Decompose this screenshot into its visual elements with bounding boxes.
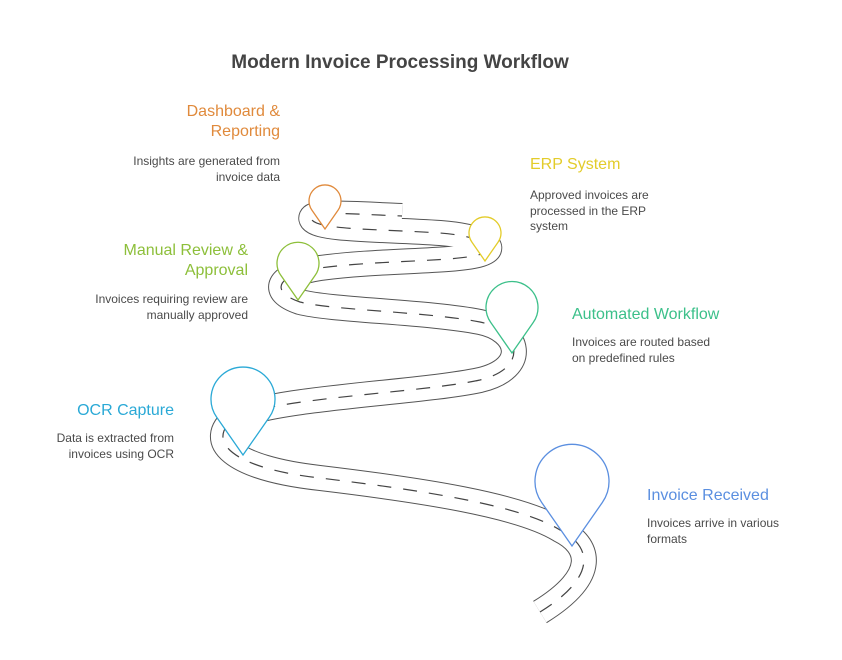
- stage-desc-invoice-received: Invoices arrive in various formats: [647, 516, 780, 546]
- stage-title-erp-system: ERP System: [530, 156, 621, 173]
- stage-desc-erp-system: Approved invoices are processed in the E…: [530, 188, 649, 233]
- stage-desc-automated-workflow: Invoices are routed based on predefined …: [572, 335, 711, 365]
- stage-title-invoice-received: Invoice Received: [647, 487, 769, 504]
- stage-desc-manual-review: Invoices requiring review are manually a…: [95, 292, 248, 322]
- stage-title-automated-workflow: Automated Workflow: [572, 306, 720, 323]
- map-pin-icon-invoice-received: [534, 443, 610, 548]
- stage-title-dashboard: Dashboard & Reporting: [186, 103, 280, 140]
- road-surface: [211, 201, 596, 623]
- diagram-title: Modern Invoice Processing Workflow: [231, 52, 569, 73]
- map-pin-icon-automated-workflow: [485, 280, 539, 355]
- map-pin-icon-ocr-capture: [210, 366, 276, 457]
- stage-title-manual-review: Manual Review & Approval: [123, 242, 249, 279]
- stage-desc-dashboard: Insights are generated from invoice data: [133, 154, 280, 184]
- map-pin-icon-dashboard: [308, 184, 342, 231]
- stage-title-ocr-capture: OCR Capture: [77, 402, 174, 419]
- map-pin-icon-manual-review: [276, 241, 320, 302]
- map-pin-icon-erp-system: [468, 216, 502, 263]
- road: [210, 200, 597, 624]
- road-centerline: [222, 212, 585, 613]
- stage-desc-ocr-capture: Data is extracted from invoices using OC…: [56, 431, 174, 461]
